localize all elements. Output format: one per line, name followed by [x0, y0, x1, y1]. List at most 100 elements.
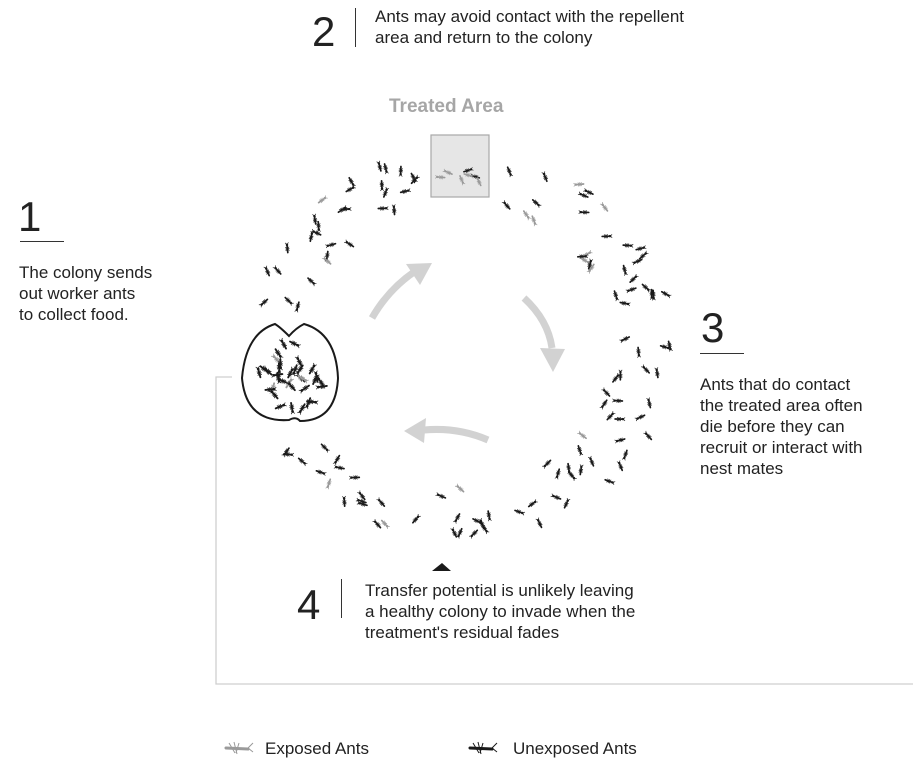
- unexposed-ant: [646, 397, 652, 409]
- unexposed-ant: [506, 166, 514, 178]
- unexposed-ant: [563, 497, 571, 509]
- unexposed-ant: [514, 509, 526, 516]
- unexposed-ant: [284, 242, 290, 254]
- nest-ant: [308, 362, 317, 375]
- step-1-line-2: out worker ants: [19, 284, 136, 303]
- unexposed-ant: [659, 344, 671, 351]
- unexposed-ant: [472, 517, 483, 526]
- step-3-line-4: recruit or interact with: [700, 438, 863, 457]
- unexposed-ant: [618, 369, 623, 381]
- colony-ants: [255, 337, 328, 415]
- flow-arrowhead-right: [540, 348, 565, 372]
- unexposed-ant: [616, 460, 624, 472]
- unexposed-ant: [435, 492, 447, 500]
- unexposed-ant: [583, 188, 594, 196]
- unexposed-ant: [568, 471, 577, 481]
- unexposed-ant: [308, 230, 315, 243]
- ant-trail: [258, 160, 673, 539]
- treated-area-box: [430, 134, 490, 198]
- treated-ant: [463, 167, 474, 174]
- step-3-line-2: the treated area often: [700, 396, 863, 415]
- unexposed-ant: [634, 414, 646, 422]
- unexposed-ant: [399, 188, 411, 194]
- unexposed-ant: [640, 364, 650, 374]
- unexposed-ant: [258, 298, 269, 308]
- unexposed-ant: [282, 452, 295, 457]
- unexposed-ant: [307, 277, 317, 287]
- unexposed-ant: [348, 176, 356, 188]
- unexposed-ant: [527, 499, 538, 508]
- treated-ant: [458, 175, 466, 186]
- unexposed-ant: [357, 490, 366, 501]
- unexposed-ant: [455, 527, 463, 539]
- unexposed-ant: [601, 234, 613, 239]
- treated-ant: [463, 172, 474, 179]
- nest-ant: [255, 365, 263, 379]
- unexposed-ant: [412, 514, 421, 524]
- unexposed-ant: [345, 185, 356, 193]
- step-4-line-1: Transfer potential is unlikely leaving: [365, 581, 634, 600]
- flow-arrowhead-bottom: [404, 418, 426, 443]
- unexposed-ant: [542, 459, 552, 469]
- unexposed-ant: [554, 468, 561, 480]
- unexposed-ant: [340, 207, 352, 212]
- unexposed-ant: [638, 250, 649, 260]
- exposed-ant: [522, 210, 532, 221]
- pointer-triangle: [432, 563, 451, 571]
- unexposed-ant: [310, 228, 322, 236]
- unexposed-ant: [398, 165, 403, 177]
- unexposed-ant: [383, 163, 389, 175]
- unexposed-ant: [450, 527, 458, 538]
- step-1-line-3: to collect food.: [19, 305, 129, 324]
- exposed-ant: [321, 255, 332, 265]
- step-3-line-1: Ants that do contact: [700, 375, 851, 394]
- unexposed-ant: [332, 454, 341, 466]
- unexposed-ant: [272, 265, 282, 275]
- unexposed-ant: [606, 411, 616, 421]
- unexposed-ant: [619, 300, 631, 307]
- exposed-ant: [586, 263, 595, 274]
- unexposed-ant: [376, 497, 386, 507]
- unexposed-ant: [622, 243, 634, 248]
- unexposed-ant: [377, 206, 389, 211]
- flow-arrow-bottom: [423, 425, 490, 444]
- unexposed-ant: [604, 478, 616, 485]
- nest-ant: [289, 340, 301, 349]
- nest-ant: [298, 384, 310, 394]
- step-1-text: The colony sends out worker ants to coll…: [19, 262, 152, 325]
- flow-arrows: [368, 269, 556, 444]
- nest-ant: [287, 366, 296, 379]
- unexposed-ant: [629, 273, 639, 283]
- unexposed-ant: [315, 469, 327, 476]
- unexposed-ant: [621, 449, 629, 461]
- exposed-ant: [317, 195, 328, 204]
- unexposed-ant: [320, 443, 330, 453]
- unexposed-ant: [566, 462, 572, 475]
- treated-ant: [434, 174, 446, 180]
- unexposed-ant: [541, 171, 549, 183]
- unexposed-ant: [531, 199, 542, 208]
- step-1-rule: [20, 241, 64, 242]
- unexposed-ant: [410, 172, 418, 184]
- unexposed-ant-icon: [468, 741, 498, 755]
- exposed-ant: [325, 478, 332, 490]
- step-2-line-1: Ants may avoid contact with the repellen…: [375, 7, 684, 26]
- exposed-ant: [380, 519, 390, 529]
- unexposed-ant: [263, 265, 271, 277]
- step-1-number: 1: [18, 193, 42, 240]
- exposed-ant: [573, 182, 585, 187]
- step-4-text: Transfer potential is unlikely leaving a…: [365, 580, 635, 643]
- exposed-ant: [454, 483, 465, 493]
- step-3-line-3: die before they can: [700, 417, 845, 436]
- unexposed-ant: [614, 437, 626, 444]
- unexposed-ant: [643, 430, 653, 441]
- nest-ant: [297, 403, 306, 415]
- flow-arrow-upper-left: [368, 269, 417, 320]
- unexposed-ant: [651, 289, 656, 301]
- unexposed-ant: [316, 220, 321, 232]
- feedback-bracket-line: [215, 376, 913, 685]
- legend-exposed-label: Exposed Ants: [265, 739, 369, 758]
- unexposed-ant: [577, 191, 589, 199]
- unexposed-ant: [641, 283, 652, 293]
- unexposed-ant: [372, 519, 382, 529]
